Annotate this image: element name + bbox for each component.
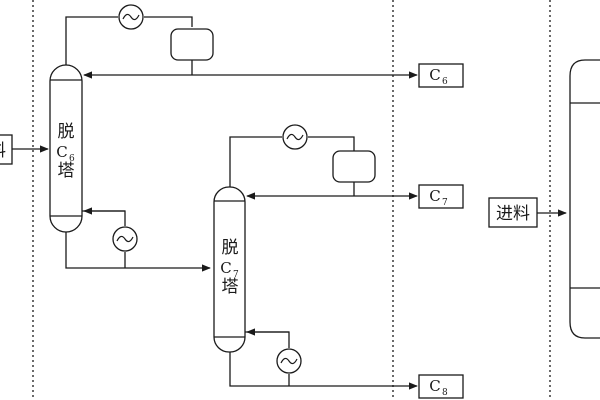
c7-product-subscript: 7 [442, 198, 448, 208]
feed-1-box [0, 134, 13, 165]
column-1-label-letter: C [56, 143, 67, 161]
c6-product-box [418, 63, 464, 88]
feed-2-box [488, 197, 538, 228]
c8-product-line [229, 352, 418, 390]
column-1-label-line3: 塔 [58, 161, 75, 181]
reboiler-2-coil [280, 357, 298, 365]
column-2-label-letter: C [220, 259, 231, 277]
column-1-bottoms-line [65, 232, 211, 272]
column-3-vessel [569, 59, 600, 339]
column-2-label-line1: 脱 [222, 238, 239, 258]
column-2-overhead-line [229, 136, 282, 187]
c8-product-box [418, 374, 464, 399]
c6-product-letter: C [429, 66, 440, 84]
reboiler-2-inlet-line [245, 331, 290, 348]
condenser-2-coil [286, 133, 304, 141]
feed-2-label: 进料 [496, 204, 530, 224]
c8-product-subscript: 8 [442, 388, 448, 398]
condenser-1-outlet-line [144, 16, 193, 27]
c7-product-box [418, 184, 464, 209]
column-1-label-subscript: 6 [69, 154, 75, 164]
reboiler-1-coil [116, 235, 134, 243]
reflux-drum-1 [170, 28, 214, 61]
column-2-label-line3: 塔 [222, 277, 239, 297]
c6-product-subscript: 6 [442, 77, 448, 87]
column-1-label-line1: 脱 [58, 122, 75, 142]
column-1-overhead-line [65, 16, 118, 65]
feed-1-label: 料 [0, 141, 6, 161]
reboiler-1-inlet-line [82, 210, 126, 226]
condenser-1-coil [122, 13, 140, 21]
reflux-drum-2 [332, 150, 376, 183]
condenser-2-outlet-line [308, 136, 355, 151]
column-2-label-subscript: 7 [233, 270, 239, 280]
c8-product-letter: C [429, 377, 440, 395]
c7-product-letter: C [429, 187, 440, 205]
